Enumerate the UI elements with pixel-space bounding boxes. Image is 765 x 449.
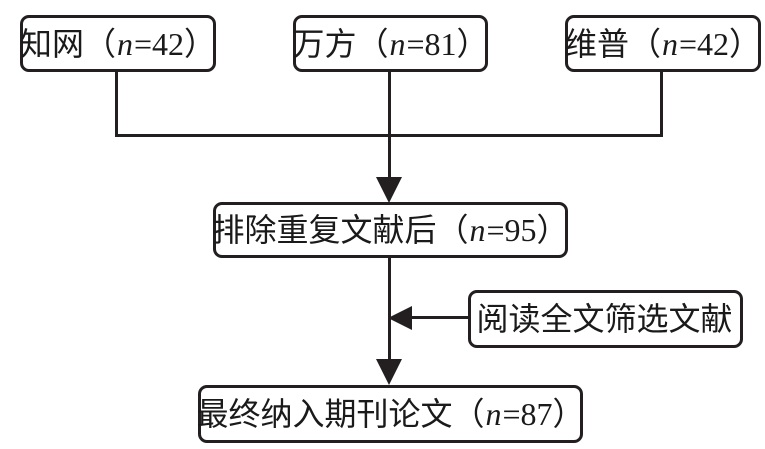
node-label: 最终纳入期刊论文（: [196, 396, 485, 432]
arrow-left-icon: [388, 306, 412, 330]
node-count: =42）: [133, 25, 217, 62]
node-source-wanfang: 万方（n=81）: [292, 15, 489, 72]
node-label: 阅读全文筛选文献: [476, 301, 733, 337]
node-fulltext-screening: 阅读全文筛选文献: [468, 290, 743, 348]
node-label: 排除重复文献后（: [212, 212, 469, 248]
node-source-cnki: 知网（n=42）: [20, 15, 216, 72]
n-variable: n: [485, 396, 502, 432]
connector-merge-horizontal: [115, 134, 663, 137]
node-dedup: 排除重复文献后（n=95）: [212, 202, 569, 258]
connector-fulltext-horizontal: [410, 316, 468, 319]
n-variable: n: [469, 212, 486, 248]
node-count: =81）: [406, 25, 489, 62]
node-label: 维普（: [564, 25, 661, 62]
n-variable: n: [116, 25, 133, 62]
node-source-weipu: 维普（n=42）: [565, 15, 761, 72]
connector-wanfang-down: [388, 71, 391, 179]
connector-cnki-down: [115, 71, 118, 137]
node-label: 万方（: [292, 25, 389, 62]
arrow-down-icon: [376, 177, 402, 203]
connector-weipu-down: [660, 71, 663, 137]
node-count: =87）: [502, 396, 585, 432]
arrow-down-icon: [376, 359, 402, 385]
node-count: =42）: [678, 25, 762, 62]
node-final-included: 最终纳入期刊论文（n=87）: [196, 385, 585, 443]
node-count: =95）: [486, 212, 569, 248]
node-label: 知网（: [19, 25, 116, 62]
n-variable: n: [661, 25, 678, 62]
n-variable: n: [389, 25, 406, 62]
